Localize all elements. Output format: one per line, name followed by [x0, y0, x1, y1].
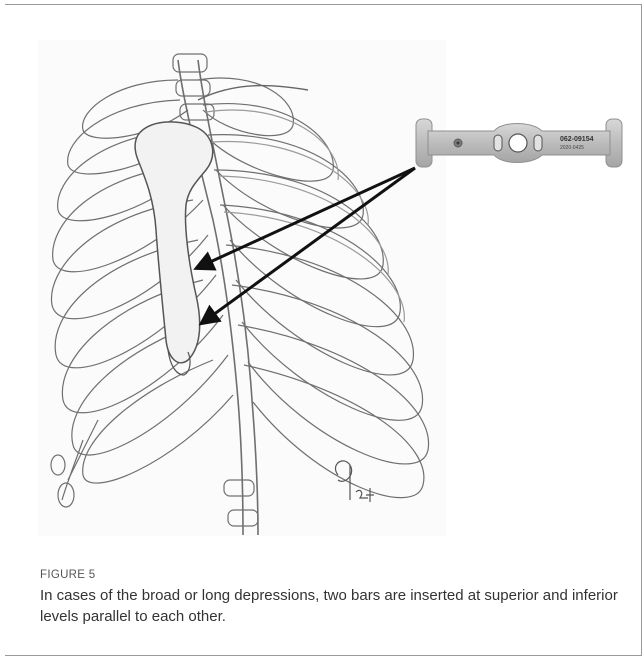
device-serial-text: 062-09154 [560, 136, 594, 143]
figure-caption: In cases of the broad or long depression… [40, 585, 625, 627]
figure-label: FIGURE 5 [40, 569, 95, 581]
pectus-bar-device: 062-09154 2020-0425 [414, 113, 624, 173]
device-lot-text: 2020-0425 [560, 145, 584, 151]
rib-cage-illustration [38, 40, 446, 536]
